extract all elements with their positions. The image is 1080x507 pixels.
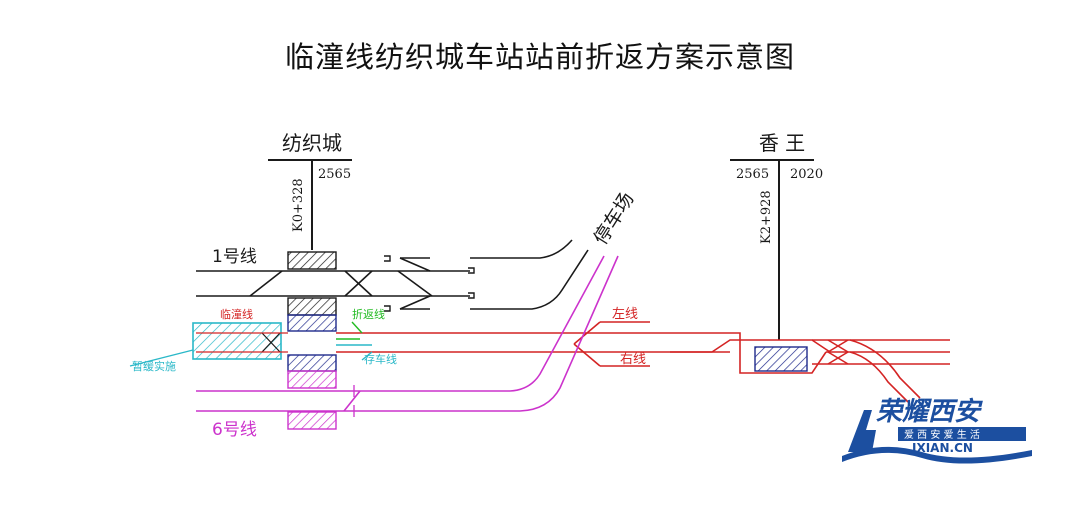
deferred-section bbox=[129, 322, 288, 367]
platform-line6 bbox=[287, 370, 337, 389]
line6-label: 6号线 bbox=[212, 420, 257, 440]
platform-line1-lower bbox=[287, 297, 337, 316]
turnback-label: 折返线 bbox=[352, 307, 385, 321]
station-xiangwang-marker: 香 王 2565 2020 K2+928 bbox=[730, 131, 823, 340]
platform-line1 bbox=[287, 251, 337, 270]
right-line-label: 右线 bbox=[620, 352, 646, 367]
station-xiangwang-span-right: 2020 bbox=[790, 167, 823, 182]
diagram-title: 临潼线纺织城车站站前折返方案示意图 bbox=[284, 40, 795, 74]
logo-building-icon bbox=[848, 410, 876, 452]
line6-tracks bbox=[196, 255, 619, 412]
turnback-track bbox=[336, 321, 373, 361]
station-xiangwang-span-left: 2565 bbox=[736, 167, 769, 182]
left-line-label: 左线 bbox=[612, 307, 638, 322]
logo-slogan: 爱 西 安 爱 生 活 bbox=[904, 428, 980, 441]
station-fangzhicheng-km: K0+328 bbox=[291, 178, 306, 232]
platform-xiangwang bbox=[754, 346, 808, 372]
station-fangzhicheng-name: 纺织城 bbox=[282, 131, 342, 155]
watermark-logo: 荣耀西安 爱 西 安 爱 生 活 IXIAN.CN bbox=[842, 390, 1042, 470]
platform-lintong-lower bbox=[287, 354, 337, 372]
logo-wave-icon bbox=[842, 446, 1032, 464]
lintong-tracks bbox=[336, 321, 950, 403]
platform-line6-lower bbox=[287, 411, 337, 430]
station-fangzhicheng-span: 2565 bbox=[318, 167, 351, 182]
station-xiangwang-km: K2+928 bbox=[759, 190, 774, 244]
logo-brand: 荣耀西安 bbox=[876, 397, 983, 427]
lintong-label: 临潼线 bbox=[220, 307, 253, 321]
platform-lintong-upper bbox=[287, 314, 337, 332]
station-fangzhicheng-marker: 纺织城 2565 K0+328 bbox=[268, 131, 352, 250]
line1-tracks bbox=[196, 239, 589, 310]
storage-label: 存车线 bbox=[364, 352, 397, 366]
station-xiangwang-name: 香 王 bbox=[759, 131, 805, 155]
depot-label: 停车场 bbox=[590, 189, 639, 249]
logo-domain: IXIAN.CN bbox=[912, 441, 973, 455]
line1-label: 1号线 bbox=[212, 247, 257, 267]
line1-end-caps bbox=[384, 255, 475, 312]
deferred-label: 暂缓实施 bbox=[132, 359, 176, 373]
